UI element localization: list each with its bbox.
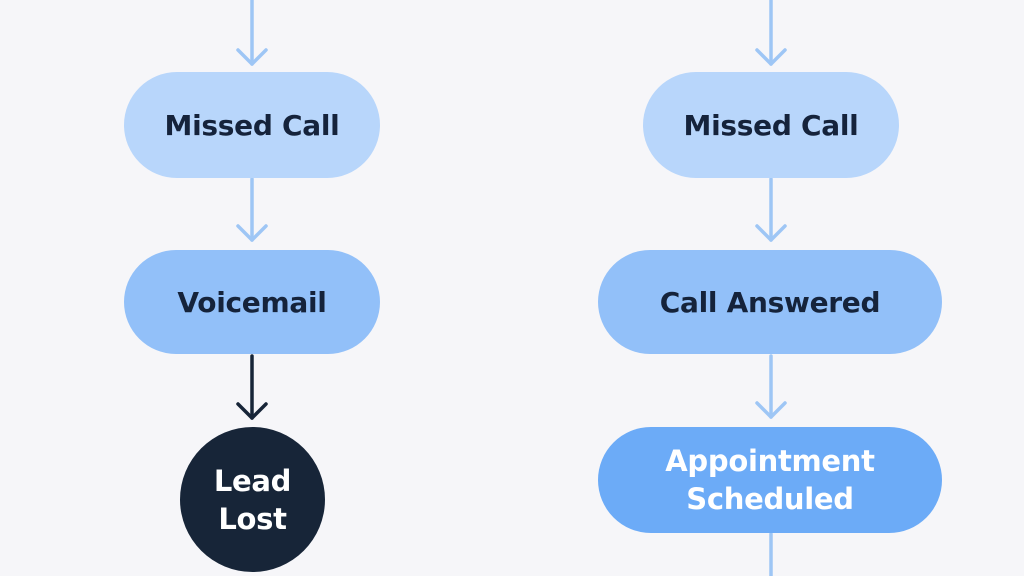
right-call-answered-label: Call Answered [659, 285, 881, 319]
right-arrow-answered-to-appointment [755, 354, 787, 419]
left-voicemail-node: Voicemail [124, 250, 380, 354]
right-appointment-line1: Appointment [665, 444, 875, 478]
right-arrow-top [755, 0, 787, 66]
right-call-answered-node: Call Answered [598, 250, 942, 354]
left-arrow-missed-to-voicemail [236, 177, 268, 242]
left-arrow-top [236, 0, 268, 66]
right-appointment-scheduled-node: Appointment Scheduled [598, 427, 942, 533]
left-lead-lost-node: Lead Lost [180, 427, 325, 572]
right-missed-call-node: Missed Call [643, 72, 899, 178]
left-missed-call-label: Missed Call [164, 108, 340, 142]
right-arrow-missed-to-answered [755, 177, 787, 242]
left-lead-lost-line2: Lost [218, 501, 287, 536]
left-arrow-voicemail-to-lost [236, 354, 268, 420]
right-missed-call-label: Missed Call [683, 108, 859, 142]
left-lead-lost-line1: Lead [213, 463, 292, 498]
left-voicemail-label: Voicemail [177, 285, 327, 319]
right-appointment-line2: Scheduled [686, 482, 854, 516]
left-missed-call-node: Missed Call [124, 72, 380, 178]
